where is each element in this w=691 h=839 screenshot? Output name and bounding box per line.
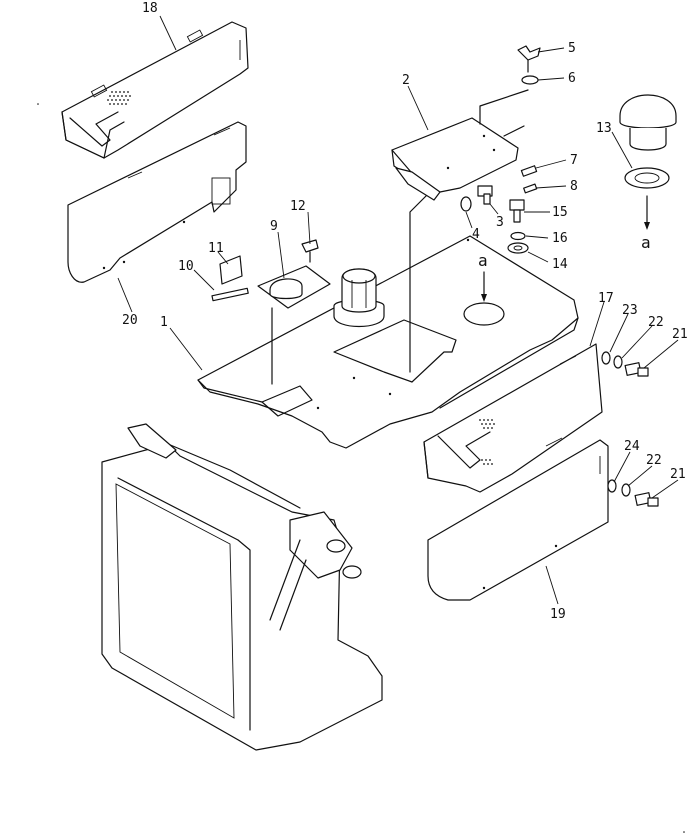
- callout-17: 17: [598, 291, 614, 306]
- callout-22-upper: 22: [648, 315, 664, 330]
- strip-10: [211, 287, 249, 302]
- side-cover-20: [67, 121, 247, 283]
- top-cover-1: [197, 235, 579, 449]
- callout-labels: 18 5 6 2 13 7 8 3 15 12 9 4 16 14 11 10 …: [122, 1, 688, 622]
- callout-10: 10: [178, 259, 194, 274]
- fastener-12: [301, 239, 319, 263]
- washer-4: [460, 196, 472, 212]
- side-cover-17: [423, 343, 603, 493]
- part-8: [523, 183, 538, 194]
- callout-12: 12: [290, 199, 306, 214]
- side-cover-18: [61, 21, 249, 159]
- callout-14: 14: [552, 257, 568, 272]
- intake-pipe: [333, 268, 385, 327]
- callout-23: 23: [622, 303, 638, 318]
- callout-16: 16: [552, 231, 568, 246]
- callout-7: 7: [570, 153, 578, 168]
- arrow-a: [481, 271, 487, 302]
- callout-19: 19: [550, 607, 566, 622]
- guide-line: [503, 125, 525, 137]
- callout-11: 11: [208, 241, 224, 256]
- callout-9: 9: [270, 219, 278, 234]
- callout-4: 4: [472, 227, 480, 242]
- side-cover-19: [427, 439, 609, 601]
- leader-lines: [117, 15, 679, 605]
- callout-a-cover: a: [478, 251, 488, 270]
- guide-line: [409, 195, 427, 373]
- callout-24: 24: [624, 439, 640, 454]
- radiator-frame: [101, 423, 383, 751]
- callout-1: 1: [160, 315, 168, 330]
- callout-18: 18: [142, 1, 158, 16]
- pin-7: [520, 165, 538, 177]
- fasteners-lower: [607, 479, 659, 507]
- callout-15: 15: [552, 205, 568, 220]
- wing-bolt-5: [517, 45, 541, 73]
- callout-13: 13: [596, 121, 612, 136]
- callout-21-upper: 21: [672, 327, 688, 342]
- callout-3: 3: [496, 215, 504, 230]
- fasteners-upper: [601, 351, 649, 377]
- callout-22-lower: 22: [646, 453, 662, 468]
- bolt-15: [509, 199, 525, 223]
- callout-20: 20: [122, 313, 138, 328]
- callout-21-lower: 21: [670, 467, 686, 482]
- washer-6: [521, 75, 539, 85]
- callout-2: 2: [402, 73, 410, 88]
- callout-6: 6: [568, 71, 576, 86]
- clip-11: [219, 255, 243, 285]
- washer-16: [510, 231, 526, 241]
- cap-13: [619, 94, 677, 230]
- callout-5: 5: [568, 41, 576, 56]
- callout-8: 8: [570, 179, 578, 194]
- bolt-3: [477, 185, 493, 205]
- callout-a-cap: a: [641, 233, 651, 252]
- washer-14: [507, 242, 529, 254]
- inspection-cover-2: [391, 117, 519, 201]
- bracket-9: [257, 265, 331, 385]
- guide-line: [479, 89, 529, 125]
